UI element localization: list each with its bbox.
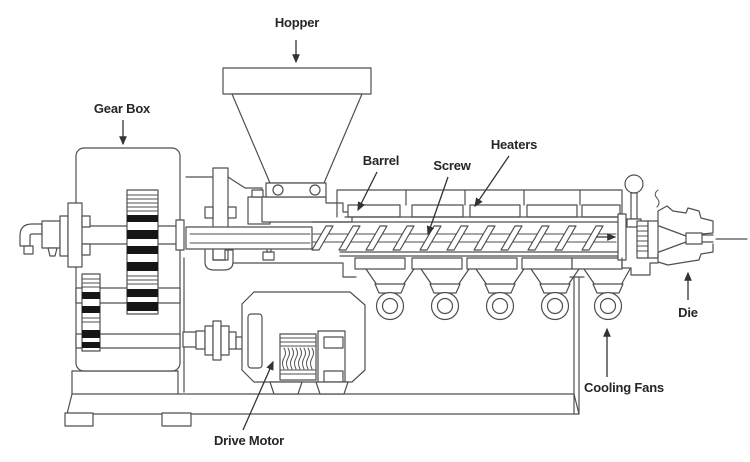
motor-input-shaft [75, 333, 181, 349]
flange-bolt [272, 184, 284, 196]
screw-flights [311, 225, 604, 251]
heater-segment [571, 257, 623, 270]
breaker-plate [636, 220, 649, 259]
cooling-fan [583, 268, 631, 321]
bearing-tab [204, 206, 214, 219]
barrel-assembly [311, 189, 627, 270]
heater-segment [581, 204, 621, 218]
cooling-fan [365, 268, 415, 321]
feed-housing [185, 167, 353, 271]
motor-winding [279, 333, 317, 381]
heater-segment [347, 204, 401, 218]
heater-segment [469, 204, 521, 218]
barrel-top-rail [336, 189, 623, 218]
hopper-rim [222, 67, 372, 95]
die-body-top [657, 205, 714, 235]
label-drive-motor: Drive Motor [214, 433, 284, 448]
die-cone [658, 225, 687, 253]
die-assembly [621, 174, 748, 276]
barrel-end-cap [617, 213, 627, 261]
thrust-tab [81, 215, 91, 228]
bearing-tab [227, 206, 237, 219]
thrust-bracket [67, 202, 83, 268]
frame-rail [232, 262, 357, 278]
barrel-bottom-wall [339, 251, 626, 257]
valve-knob [624, 174, 644, 194]
motor-slot [247, 313, 263, 369]
small-gear [81, 273, 101, 352]
shaft-union-assembly [19, 202, 91, 268]
die-support-bracket [621, 257, 659, 276]
pipe-nozzle [23, 245, 34, 255]
machine-foot [161, 412, 192, 427]
base-frame [64, 257, 585, 427]
label-heaters: Heaters [491, 137, 537, 152]
heater-segment [411, 257, 463, 270]
motor-foot [315, 381, 349, 395]
die-body-bottom [657, 243, 714, 266]
mount-bolt [262, 251, 275, 261]
hopper-assembly [222, 67, 372, 198]
output-flange [175, 219, 185, 251]
cooling-fans-group [365, 268, 631, 321]
heater-segment [466, 257, 518, 270]
cooling-fan [420, 268, 470, 321]
extrudate-centerline [701, 234, 748, 243]
thrust-tab [81, 243, 91, 256]
union-flange [59, 215, 69, 257]
machine-foot [64, 412, 94, 427]
motor-foot [269, 381, 303, 395]
label-barrel: Barrel [363, 153, 399, 168]
label-die: Die [678, 305, 698, 320]
drive-motor-callout-arrow [242, 360, 274, 431]
frame-column [569, 276, 585, 414]
heater-segments-top [347, 204, 621, 218]
die-clamp [647, 220, 659, 259]
valve-stem [630, 192, 638, 220]
label-cooling-fans: Cooling Fans [584, 380, 664, 395]
large-gear [126, 189, 159, 315]
hanger-bracket [204, 237, 234, 271]
label-screw: Screw [433, 158, 471, 173]
heater-segment [526, 204, 578, 218]
callouts: Hopper Gear Box Barrel Screw Heaters Die… [94, 15, 698, 448]
union-body [41, 220, 61, 249]
flange-bolt [309, 184, 321, 196]
die-outlet [685, 232, 703, 245]
screw-shank [185, 226, 313, 250]
coupling [182, 320, 247, 361]
heaters-callout-arrow [474, 155, 510, 208]
heater-segments-bottom [354, 257, 623, 270]
screw-callout-arrow [426, 176, 449, 236]
barrel-top-wall [311, 216, 626, 223]
feed-block-cap [251, 189, 264, 198]
cooling-fan [475, 268, 525, 321]
hopper-funnel [231, 93, 363, 184]
cooling-fan [530, 268, 580, 321]
label-hopper: Hopper [275, 15, 319, 30]
union-drip [47, 247, 58, 257]
screw-assembly [311, 225, 617, 251]
heater-segment [354, 257, 406, 270]
thermocouple-wire [654, 189, 660, 208]
heater-segment [521, 257, 573, 270]
label-gear-box: Gear Box [94, 101, 151, 116]
elbow-pipe [19, 223, 43, 247]
drive-motor-assembly [241, 291, 366, 395]
barrel-callout-arrow [357, 171, 378, 212]
feed-throat [261, 196, 353, 223]
